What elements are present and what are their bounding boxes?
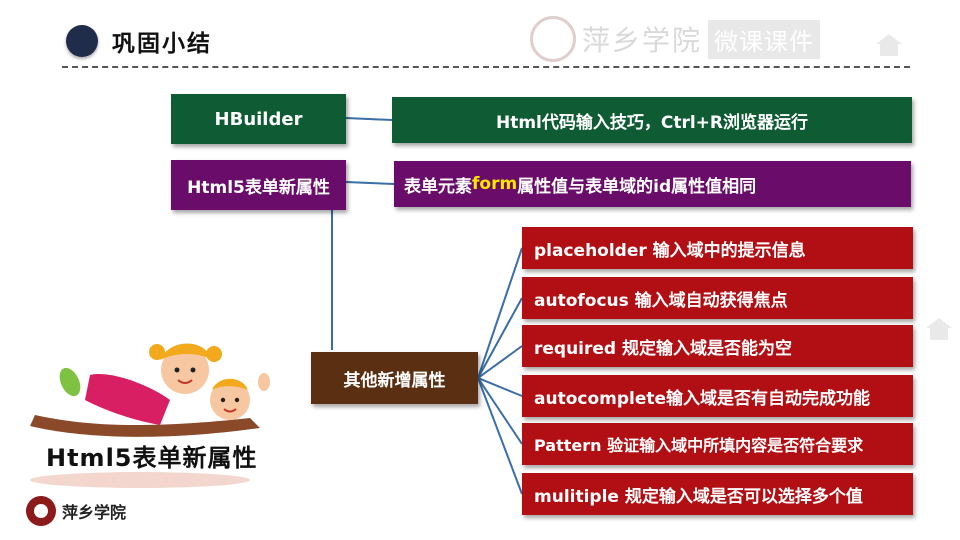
bottom-logo-text: 萍乡学院 <box>62 503 127 522</box>
connector-hbuilder <box>345 117 393 121</box>
house-icon <box>876 34 902 56</box>
other-attrs-node: 其他新增属性 <box>311 352 478 404</box>
form-tip-highlight: form <box>472 174 518 194</box>
watermark-logo-text: 萍乡学院 <box>582 24 703 57</box>
page-title: 巩固小结 <box>112 31 212 57</box>
connector-attr-2 <box>477 297 523 379</box>
attribute-item: placeholder 输入域中的提示信息 <box>522 227 913 269</box>
attribute-item: required 规定输入域是否能为空 <box>522 325 913 367</box>
form-tip-prefix: 表单元素 <box>404 176 472 197</box>
house-icon <box>926 318 952 340</box>
connector-attr-4 <box>477 377 523 397</box>
children-illustration <box>30 343 270 488</box>
connector-attr-5 <box>477 377 523 445</box>
hbuilder-tip: Html代码输入技巧，Ctrl+R浏览器运行 <box>392 97 912 143</box>
attribute-item: autocomplete输入域是否有自动完成功能 <box>522 375 913 417</box>
connector-attr-3 <box>477 345 523 379</box>
attribute-item: mulitiple 规定输入域是否可以选择多个值 <box>522 473 913 515</box>
header-divider <box>62 66 910 68</box>
hbuilder-node: HBuilder <box>171 94 346 144</box>
connector-attr-6 <box>477 377 523 495</box>
attribute-item: autofocus 输入域自动获得焦点 <box>522 277 913 319</box>
illustration-caption: Html5表单新属性 <box>46 444 258 472</box>
school-seal-icon <box>530 16 576 62</box>
watermark-badge: 微课课件 <box>708 19 821 59</box>
watermark-logo: 萍乡学院 微课课件 <box>530 16 821 62</box>
bottom-logo: 萍乡学院 <box>26 496 126 526</box>
form-tip-suffix: 属性值与表单域的id属性值相同 <box>517 176 757 197</box>
html5-form-node: Html5表单新属性 <box>171 160 346 210</box>
school-emblem-icon <box>26 496 56 526</box>
connector-attr-1 <box>477 247 523 379</box>
attribute-item: Pattern 验证输入域中所填内容是否符合要求 <box>522 423 913 465</box>
title-bullet-icon <box>66 25 98 57</box>
connector-form <box>345 181 395 185</box>
